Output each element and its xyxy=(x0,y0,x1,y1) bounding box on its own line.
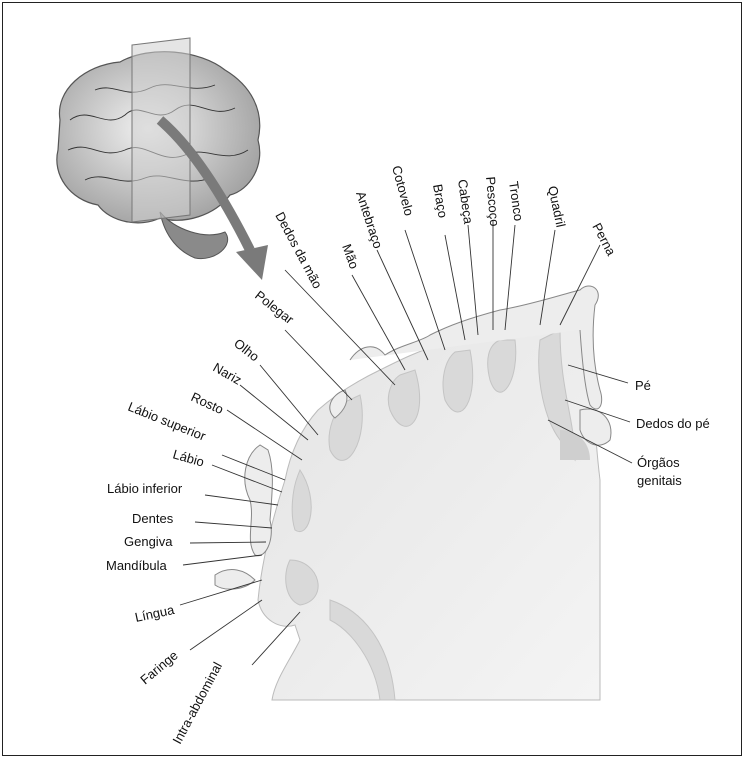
label-intra-abdominal: Intra-abdominal xyxy=(169,660,225,747)
label-orgaos-genitais-line2: genitais xyxy=(637,473,682,488)
label-pescoco: Pescoço xyxy=(483,176,502,227)
cortex-section xyxy=(258,307,600,700)
label-perna: Perna xyxy=(589,220,619,258)
label-faringe: Faringe xyxy=(137,647,180,687)
brain-illustration xyxy=(57,38,268,280)
label-tronco: Tronco xyxy=(506,180,526,222)
label-dedos-do-pe: Dedos do pé xyxy=(636,416,710,431)
label-gengiva: Gengiva xyxy=(124,534,173,549)
label-cabeca: Cabeça xyxy=(455,178,476,225)
label-olho: Olho xyxy=(231,336,262,365)
label-dedos-da-mao: Dedos da mão xyxy=(272,209,325,291)
label-lingua: Língua xyxy=(134,602,177,625)
label-pe: Pé xyxy=(635,378,651,393)
label-orgaos-genitais-line1: Órgãos xyxy=(637,455,680,470)
label-cotovelo: Cotovelo xyxy=(389,164,417,217)
label-mao: Mão xyxy=(339,242,362,271)
label-braco: Braço xyxy=(430,183,451,219)
label-polegar: Polegar xyxy=(252,288,297,328)
label-mandibula: Mandíbula xyxy=(106,558,167,573)
label-rosto: Rosto xyxy=(189,389,226,417)
label-nariz: Nariz xyxy=(211,360,245,388)
label-labio: Lábio xyxy=(171,446,206,469)
label-antebraco: Antebraço xyxy=(353,189,386,250)
right-labels: Pé Dedos do pé Órgãos genitais xyxy=(635,378,710,488)
label-labio-inferior: Lábio inferior xyxy=(107,481,183,496)
top-labels: Dedos da mão Mão Antebraço Cotovelo Braç… xyxy=(272,164,619,291)
label-dentes: Dentes xyxy=(132,511,174,526)
label-quadril: Quadril xyxy=(545,185,568,229)
